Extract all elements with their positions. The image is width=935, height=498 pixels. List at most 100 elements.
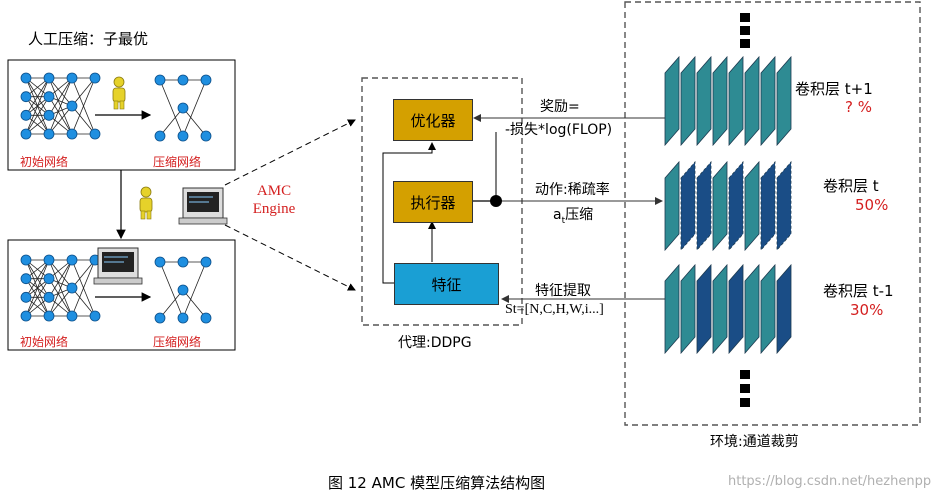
net-edge [48, 77, 73, 107]
net-node [20, 273, 32, 285]
net-edge [71, 105, 96, 135]
net-edge [25, 96, 50, 135]
feature-map [744, 160, 760, 252]
net-node [20, 310, 32, 322]
net-edge [25, 77, 50, 135]
environment-caption: 环境:通道裁剪 [710, 434, 799, 450]
bottom-right-net-label: 压缩网络 [153, 335, 202, 349]
net-edge [48, 77, 73, 116]
reward-label-1: 奖励= [540, 99, 580, 115]
feature-map [728, 55, 744, 147]
bottom-left-net-label: 初始网络 [20, 335, 69, 349]
net-node [200, 130, 212, 142]
net-node [43, 291, 55, 303]
top-left-net-label: 初始网络 [20, 155, 69, 169]
engine-arrow-up [224, 119, 356, 186]
conv-layers [664, 55, 792, 355]
feature-map [760, 55, 776, 147]
feature-map [696, 55, 712, 147]
net-node [20, 109, 32, 121]
executor-block: 执行器 [393, 181, 473, 223]
layer-name-bottom: 卷积层 t-1 [823, 282, 894, 300]
net-node [177, 102, 189, 114]
feature-map [680, 55, 696, 147]
net-node [177, 312, 189, 324]
net-node [43, 254, 55, 266]
net-edge [48, 96, 73, 135]
feature-map [712, 160, 728, 252]
feature-map [712, 263, 728, 355]
net-edge [182, 261, 207, 319]
net-edge [159, 79, 184, 137]
engine-line1: AMC [256, 183, 292, 199]
net-edge [71, 77, 96, 135]
net-edge [48, 278, 73, 317]
feature-to-optimizer-line [382, 142, 436, 284]
net-edge [71, 287, 96, 317]
net-node [43, 109, 55, 121]
net-node [177, 284, 189, 296]
feature-map [776, 55, 792, 147]
net-node [200, 256, 212, 268]
computer-icon [93, 247, 143, 285]
computer-icon [178, 187, 228, 225]
feature-map [696, 160, 712, 252]
amc-engine-label: AMC Engine [248, 182, 300, 218]
net-edge [25, 278, 50, 317]
layer-name-mid: 卷积层 t [823, 177, 879, 195]
engine-line2: Engine [252, 201, 296, 217]
person-icon [112, 76, 126, 110]
net-node [66, 72, 78, 84]
feature-map [680, 263, 696, 355]
net-node [20, 291, 32, 303]
net-node [154, 312, 166, 324]
feature-map [664, 160, 680, 252]
net-node [20, 128, 32, 140]
reward-label-2: -损失*log(FLOP) [505, 122, 613, 138]
net-node [43, 310, 55, 322]
net-edge [159, 289, 184, 319]
environment-box [624, 1, 921, 426]
action-label-1: 动作:稀疏率 [535, 182, 610, 198]
feature-map [712, 55, 728, 147]
person-icon [139, 186, 153, 220]
net-node [200, 312, 212, 324]
net-edge [48, 287, 73, 317]
watermark: https://blog.csdn.net/hezhenpp [728, 474, 932, 489]
feature-map [744, 263, 760, 355]
action-label-2: at压缩 [553, 207, 594, 226]
net-edge [71, 259, 96, 289]
net-edge [182, 107, 207, 137]
feature-map [664, 55, 680, 147]
net-edge [182, 289, 207, 319]
net-node [20, 254, 32, 266]
net-edge [159, 261, 184, 319]
net-node [66, 254, 78, 266]
net-edge [48, 259, 73, 289]
engine-arrow-down [224, 224, 356, 291]
feature-map [760, 160, 776, 252]
top-right-net-label: 压缩网络 [153, 155, 202, 169]
net-node [89, 72, 101, 84]
ellipsis-dots [740, 13, 750, 407]
layer-ratio-mid: 50% [855, 196, 889, 214]
net-edge [159, 107, 184, 137]
net-edge [71, 77, 96, 107]
net-node [200, 74, 212, 86]
net-node [66, 100, 78, 112]
net-node [66, 128, 78, 140]
net-edge [48, 259, 73, 317]
layer-name-top: 卷积层 t+1 [795, 80, 873, 98]
net-edge [25, 259, 50, 317]
net-node [177, 74, 189, 86]
net-edge [71, 259, 96, 317]
net-node [20, 91, 32, 103]
feature-map [696, 263, 712, 355]
net-node [43, 72, 55, 84]
feature-map [760, 263, 776, 355]
net-node [66, 310, 78, 322]
feature-map [728, 263, 744, 355]
net-node [177, 256, 189, 268]
net-node [43, 273, 55, 285]
